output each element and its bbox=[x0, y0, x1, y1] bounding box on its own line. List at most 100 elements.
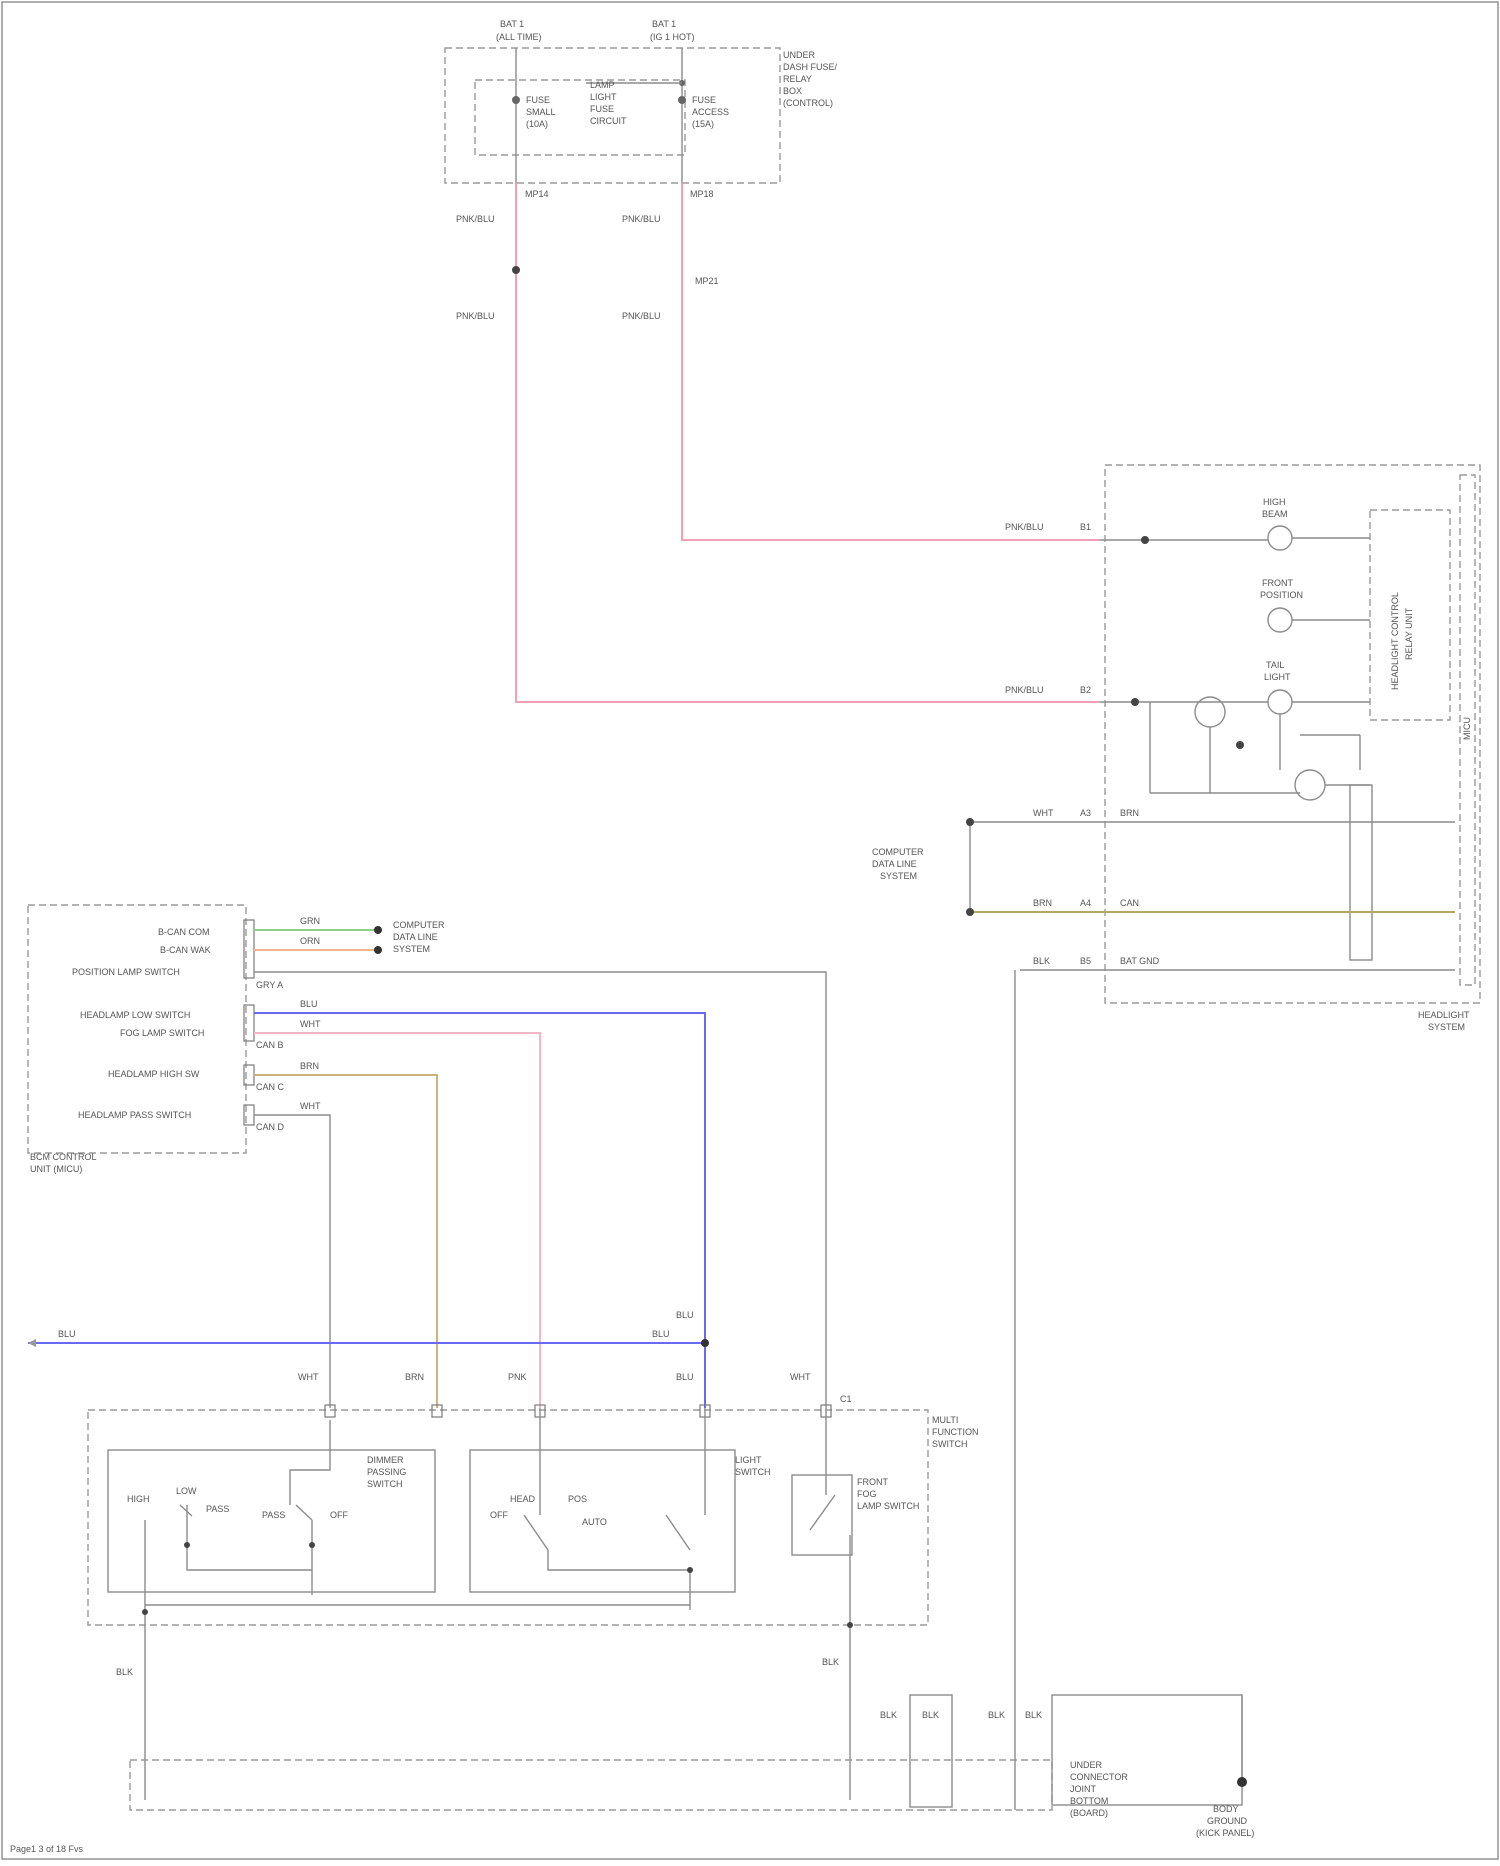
fuse-right-label-2: (IG 1 HOT) bbox=[650, 32, 695, 42]
lights-term-head: HEAD bbox=[510, 1494, 536, 1504]
switch-label-3: SWITCH bbox=[932, 1439, 968, 1449]
top-power-wires: PNK/BLU PNK/BLU MP21 PNK/BLU PNK/BLU bbox=[456, 183, 1100, 702]
switch-harness: BLU WHT BRN WHT BLU BLU BLU WHT BRN PNK … bbox=[28, 999, 811, 1408]
ground-label-2: GROUND bbox=[1207, 1816, 1247, 1826]
fuse-right-icon bbox=[678, 96, 686, 104]
dimmer-term-pass: PASS bbox=[206, 1504, 229, 1514]
row-headlamp-low: HEADLAMP LOW SWITCH bbox=[80, 1010, 190, 1020]
dimmer-term-low: LOW bbox=[176, 1486, 197, 1496]
footer: Page1 3 of 18 Fvs bbox=[10, 1844, 84, 1854]
lamp-3-label-2: LIGHT bbox=[1264, 672, 1291, 682]
switch-outline bbox=[88, 1410, 928, 1625]
row-b-can-wak: B-CAN WAK bbox=[160, 945, 211, 955]
lower-wire-3: PNK bbox=[508, 1372, 527, 1382]
dimmer-label-3: SWITCH bbox=[367, 1479, 403, 1489]
lamp-1-label-2: BEAM bbox=[1262, 509, 1288, 519]
left-sub-label-1: GRY A bbox=[256, 980, 283, 990]
splice-left-icon bbox=[512, 266, 520, 274]
row-position-lamp: POSITION LAMP SWITCH bbox=[72, 967, 180, 977]
dimmer-node-1-icon bbox=[184, 1542, 190, 1548]
wire-wht-pass bbox=[254, 1115, 330, 1408]
left-side-system-2: DATA LINE bbox=[393, 932, 438, 942]
wire-blu-low bbox=[254, 1013, 705, 1408]
bus-splice-icon bbox=[701, 1339, 709, 1347]
dimmer-label-1: DIMMER bbox=[367, 1455, 404, 1465]
high-beam-splice-icon bbox=[1141, 536, 1149, 544]
right-module-label-1: HEADLIGHT bbox=[1418, 1010, 1470, 1020]
left-wire-wht: WHT bbox=[300, 1019, 321, 1029]
junction-label-4: BOTTOM bbox=[1070, 1796, 1108, 1806]
inner-fuse-mid-2: LIGHT bbox=[590, 92, 617, 102]
wire-right-bottom-label: PNK/BLU bbox=[622, 311, 661, 321]
ground-label-1: BODY bbox=[1213, 1804, 1239, 1814]
switch-label-2: FUNCTION bbox=[932, 1427, 979, 1437]
multi-function-switch: MULTI FUNCTION SWITCH C1 DIMMER PASSING … bbox=[88, 1394, 979, 1625]
left-sub-label-2: CAN B bbox=[256, 1040, 284, 1050]
front-position-lamp-icon bbox=[1268, 608, 1292, 632]
inner-fuse-right-2: ACCESS bbox=[692, 107, 729, 117]
light-lead-3 bbox=[548, 1550, 690, 1610]
right-inner-pin-3: BRN bbox=[1120, 808, 1139, 818]
fuse-box-label-2: DASH FUSE/ bbox=[783, 62, 838, 72]
lower-wire-5: WHT bbox=[790, 1372, 811, 1382]
fuse-box-inner bbox=[475, 80, 685, 155]
right-wire-2: PNK/BLU bbox=[1005, 685, 1044, 695]
inner-fuse-right-3: (15A) bbox=[692, 119, 714, 129]
row-headlamp-high: HEADLAMP HIGH SW bbox=[108, 1069, 200, 1079]
tail-splice-icon bbox=[1131, 698, 1139, 706]
high-beam-lamp-icon bbox=[1268, 526, 1292, 550]
left-wire-orn: ORN bbox=[300, 936, 320, 946]
gnd-wire-2: BLK bbox=[922, 1710, 939, 1720]
ground-joint-bar bbox=[130, 1760, 1052, 1810]
top-fuse-box: BAT 1 (ALL TIME) BAT 1 (IG 1 HOT) UNDER … bbox=[445, 19, 838, 199]
headlight-system-module: MICU HEADLIGHT CONTROL RELAY UNIT HIGH B… bbox=[872, 465, 1480, 1032]
inner-fuse-mid-3: FUSE bbox=[590, 104, 614, 114]
left-sub-label-3: CAN C bbox=[256, 1082, 285, 1092]
right-pin-2: B2 bbox=[1080, 685, 1091, 695]
dimmer-lead-2 bbox=[187, 1505, 312, 1570]
inner-fuse-left-1: FUSE bbox=[526, 95, 550, 105]
fuse-box-label-4: BOX bbox=[783, 86, 802, 96]
dimmer-node-2-icon bbox=[309, 1542, 315, 1548]
ground-circuit: BLK BLK BLK BLK BLK BLK UNDER CONNECTOR … bbox=[116, 970, 1254, 1838]
fog-switch-box bbox=[792, 1475, 852, 1555]
wire-left-bottom-label: PNK/BLU bbox=[456, 311, 495, 321]
switch-label-1: MULTI bbox=[932, 1415, 958, 1425]
bus-label-2: BLU bbox=[652, 1329, 670, 1339]
right-module-label-2: SYSTEM bbox=[1428, 1022, 1465, 1032]
gnd-node-mid-icon bbox=[847, 1622, 853, 1628]
bus-label-3: BLU bbox=[676, 1310, 694, 1320]
right-side-system-3: SYSTEM bbox=[880, 871, 917, 881]
dimmer-label-2: PASSING bbox=[367, 1467, 406, 1477]
fuse-pin-mid: MP21 bbox=[695, 276, 719, 286]
right-pin-1: B1 bbox=[1080, 522, 1091, 532]
fuse-box-label-3: RELAY bbox=[783, 74, 812, 84]
row-b-can-com: B-CAN COM bbox=[158, 927, 210, 937]
dimmer-contact-icon bbox=[296, 1505, 312, 1520]
dimmer-contact-2-icon bbox=[180, 1505, 192, 1516]
fog-switch-contact-icon bbox=[810, 1495, 835, 1530]
lower-wire-1: WHT bbox=[298, 1372, 319, 1382]
wire-pnk-right bbox=[682, 183, 1100, 540]
data-node-2-icon bbox=[966, 908, 974, 916]
left-module-title-1: BCM CONTROL bbox=[30, 1152, 97, 1162]
lights-term-pos: POS bbox=[568, 1494, 587, 1504]
relay-unit-label-1: HEADLIGHT CONTROL bbox=[1390, 592, 1400, 690]
inner-fuse-mid-1: LAMP bbox=[590, 80, 615, 90]
relay-node-icon bbox=[1236, 741, 1244, 749]
right-wire-3: WHT bbox=[1033, 808, 1054, 818]
right-side-system-2: DATA LINE bbox=[872, 859, 917, 869]
bus-label-1: BLU bbox=[58, 1329, 76, 1339]
fuse-left-label-1: BAT 1 bbox=[500, 19, 524, 29]
lights-label-1: LIGHT bbox=[735, 1455, 762, 1465]
right-side-system-1: COMPUTER bbox=[872, 847, 924, 857]
inner-fuse-left-2: SMALL bbox=[526, 107, 556, 117]
light-switch-contact-1-icon bbox=[524, 1515, 548, 1550]
left-sub-label-4: CAN D bbox=[256, 1122, 285, 1132]
inner-fuse-left-3: (10A) bbox=[526, 119, 548, 129]
dimmer-term-off: OFF bbox=[330, 1510, 348, 1520]
junction-label-2: CONNECTOR bbox=[1070, 1772, 1128, 1782]
right-pin-4: A4 bbox=[1080, 898, 1091, 908]
row-headlamp-pass: HEADLAMP PASS SWITCH bbox=[78, 1110, 191, 1120]
